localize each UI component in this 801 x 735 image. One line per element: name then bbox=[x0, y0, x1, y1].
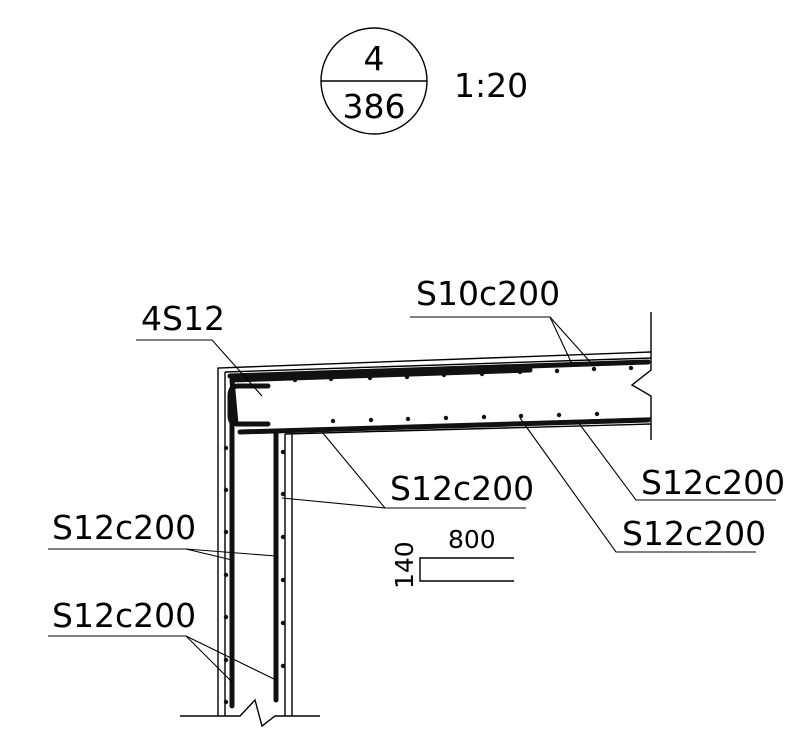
section-marker: 4 386 1:20 bbox=[320, 27, 528, 135]
leader-slab-top-bars bbox=[410, 316, 573, 365]
slab-top-bar-thin bbox=[227, 359, 651, 379]
label-corner-bars: 4S12 bbox=[141, 299, 225, 338]
sheet-number: 386 bbox=[343, 87, 406, 126]
detail-number: 4 bbox=[364, 39, 385, 78]
outer-face bbox=[217, 351, 652, 716]
label-slab-top-bars: S10c200 bbox=[416, 274, 560, 313]
scale-label: 1:20 bbox=[454, 66, 528, 105]
annotations: 4S12 S10c200 S12c200 S12c200 S12c200 S12… bbox=[48, 274, 785, 683]
slab-bottom-cover bbox=[284, 423, 652, 435]
label-slab-bottom-right-lower: S12c200 bbox=[622, 514, 766, 553]
leader-wall-outer-bars bbox=[48, 635, 233, 683]
hook-detail: 800 140 bbox=[390, 525, 514, 589]
label-wall-outer-bars: S12c200 bbox=[52, 596, 196, 635]
slab-break-line bbox=[630, 312, 652, 440]
distribution-dots bbox=[223, 365, 634, 705]
leader-corner-bars bbox=[136, 339, 263, 397]
reinforcement bbox=[223, 359, 651, 709]
hook-shape bbox=[419, 557, 514, 582]
hook-height: 140 bbox=[390, 541, 419, 589]
label-slab-bottom-right-upper: S12c200 bbox=[641, 463, 785, 502]
inner-face bbox=[291, 417, 652, 716]
leader-slab-bottom-right-upper bbox=[577, 421, 776, 501]
label-wall-inner-bars: S12c200 bbox=[52, 508, 196, 547]
slab-top-bar bbox=[229, 367, 533, 427]
wall-break-line bbox=[180, 698, 320, 728]
label-slab-bottom-left: S12c200 bbox=[390, 469, 534, 508]
hook-length: 800 bbox=[448, 525, 496, 554]
slab-bottom-bar bbox=[237, 417, 651, 435]
slab-top-cover bbox=[224, 357, 652, 373]
leader-slab-bottom-right-lower bbox=[519, 417, 756, 553]
